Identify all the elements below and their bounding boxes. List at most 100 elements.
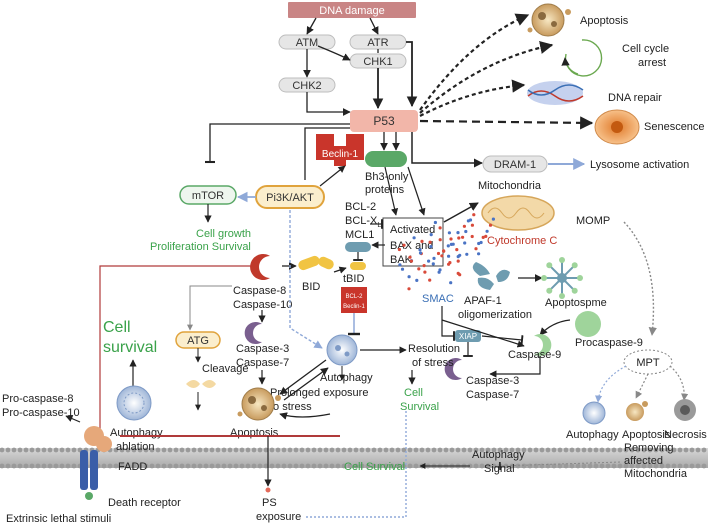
cytochrome-dot	[438, 226, 442, 230]
membrane-bead	[521, 463, 527, 469]
membrane-bead	[173, 447, 179, 453]
membrane-bead	[269, 447, 275, 453]
membrane-bead	[53, 463, 59, 469]
membrane-bead	[131, 447, 137, 453]
membrane-bead	[599, 447, 605, 453]
membrane-bead	[527, 463, 533, 469]
prolonged-label-1: Prolonged exposure	[270, 387, 368, 399]
membrane-bead	[257, 463, 263, 469]
membrane-bead	[479, 463, 485, 469]
cytochrome-dot	[477, 252, 481, 256]
membrane-bead	[251, 463, 257, 469]
casp37-left-label-2: Caspase-7	[236, 357, 289, 369]
membrane-bead	[209, 447, 215, 453]
membrane-bead	[353, 463, 359, 469]
membrane-bead	[317, 463, 323, 469]
membrane-bead	[5, 447, 11, 453]
extrinsic-label: Extrinsic lethal stimuli	[6, 513, 111, 525]
mitochondrion-icon	[481, 195, 555, 231]
cytochrome-dot	[428, 278, 432, 282]
membrane-bead	[557, 463, 563, 469]
cytochrome-dot	[402, 243, 406, 247]
membrane-bead	[353, 447, 359, 453]
membrane-bead	[137, 463, 143, 469]
casp8-to-atg-line	[187, 285, 232, 331]
membrane-bead	[317, 447, 323, 453]
apoptosome-label: Apoptospme	[545, 297, 607, 309]
apoptotic-cell-mid-icon	[237, 387, 281, 421]
membrane-bead	[515, 463, 521, 469]
membrane-bead	[341, 463, 347, 469]
dram1-box: DRAM-1	[482, 155, 548, 173]
mtor-box: mTOR	[179, 185, 237, 205]
membrane-bead	[371, 447, 377, 453]
membrane-bead	[371, 463, 377, 469]
membrane-bead	[17, 447, 23, 453]
bclxl-label: BCL-XL	[345, 215, 381, 229]
membrane-bead	[305, 463, 311, 469]
mpt-label: MPT	[636, 357, 660, 369]
membrane-bead	[485, 463, 491, 469]
membrane-bead	[323, 463, 329, 469]
membrane-bead	[125, 463, 131, 469]
apoptosome-node	[559, 293, 565, 299]
apoptosome-icon	[541, 257, 583, 299]
p53-to-dram1-arrow	[411, 132, 483, 168]
membrane-bead	[377, 463, 383, 469]
membrane-bead	[593, 447, 599, 453]
membrane-bead	[53, 447, 59, 453]
cytochrome-dot	[417, 267, 421, 271]
membrane-bead	[143, 463, 149, 469]
membrane-bead	[161, 463, 167, 469]
membrane-bead	[701, 447, 707, 453]
membrane-bead	[563, 447, 569, 453]
membrane-bead	[341, 447, 347, 453]
momp-to-mpt-arrow	[623, 221, 657, 336]
membrane-bead	[299, 447, 305, 453]
membrane-bead	[365, 463, 371, 469]
dna-repair-icon	[527, 81, 584, 105]
membrane-bead	[581, 447, 587, 453]
membrane-bead	[455, 447, 461, 453]
membrane-bead	[395, 463, 401, 469]
cell-growth-label-1: Cell growth	[196, 228, 251, 240]
membrane-bead	[263, 463, 269, 469]
apoptosome-node	[571, 287, 578, 294]
membrane-bead	[587, 447, 593, 453]
membrane-bead	[545, 447, 551, 453]
cytochrome-dot	[447, 254, 451, 258]
xiap-box: XIAP	[455, 330, 481, 342]
membrane-bead	[215, 447, 221, 453]
membrane-bead	[119, 463, 125, 469]
membrane-bead	[131, 463, 137, 469]
beclin1-label: Beclin-1	[322, 149, 359, 160]
membrane-bead	[233, 463, 239, 469]
membrane-bead	[239, 463, 245, 469]
bcl-complex-icon	[345, 242, 371, 270]
necrosis-right-icon	[674, 399, 696, 421]
p53-box: P53	[350, 110, 418, 132]
membrane-bead	[425, 447, 431, 453]
cytochrome-dot	[400, 267, 405, 271]
cytochrome-dot	[432, 256, 436, 260]
membrane-bead	[407, 447, 413, 453]
cytochrome-dot	[418, 251, 423, 255]
cell-membrane	[0, 447, 708, 469]
membrane-bead	[0, 463, 5, 469]
membrane-bead	[149, 447, 155, 453]
membrane-bead	[287, 463, 293, 469]
membrane-bead	[227, 447, 233, 453]
apoptosome-core	[557, 273, 567, 283]
autophagy-ablation-label-2: ablation	[116, 441, 155, 453]
membrane-bead	[191, 463, 197, 469]
membrane-bead	[275, 463, 281, 469]
cytochrome-dot	[491, 217, 495, 221]
cytochrome-dot	[428, 240, 432, 244]
autophagy-ablation-icon	[116, 385, 152, 421]
membrane-bead	[155, 463, 161, 469]
membrane-bead	[701, 463, 707, 469]
cascade-arrows	[303, 17, 418, 116]
cytochrome-dot	[447, 262, 451, 266]
cytochrome-dot	[446, 244, 450, 248]
membrane-bead	[443, 447, 449, 453]
